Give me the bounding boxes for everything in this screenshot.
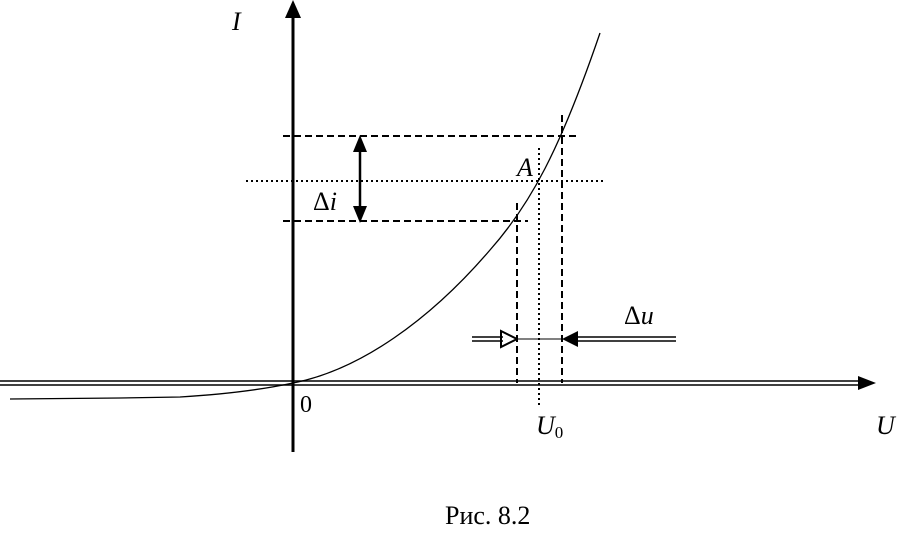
- u-axis-arrow-icon: [858, 376, 876, 390]
- current-axis-label: I: [231, 7, 242, 36]
- u-axis: [0, 376, 876, 390]
- point-a-label: A: [515, 153, 533, 182]
- arrow-left-icon: [562, 331, 578, 347]
- arrow-right-icon: [500, 329, 520, 349]
- arrow-down-icon: [353, 206, 367, 223]
- delta-u-arrows: [472, 329, 676, 349]
- origin-label: 0: [300, 392, 312, 418]
- operating-voltage-label: U0: [536, 411, 563, 442]
- figure-caption: Рис. 8.2: [445, 501, 530, 530]
- i-axis-arrow-icon: [285, 0, 301, 18]
- i-axis: [285, 0, 301, 452]
- arrow-up-icon: [353, 135, 367, 152]
- delta-u-label: Δu: [624, 301, 654, 330]
- delta-i-arrow: [353, 135, 367, 223]
- iv-curve: [9, 32, 601, 400]
- voltage-axis-label: U: [876, 411, 897, 440]
- delta-i-label: Δi: [313, 187, 337, 216]
